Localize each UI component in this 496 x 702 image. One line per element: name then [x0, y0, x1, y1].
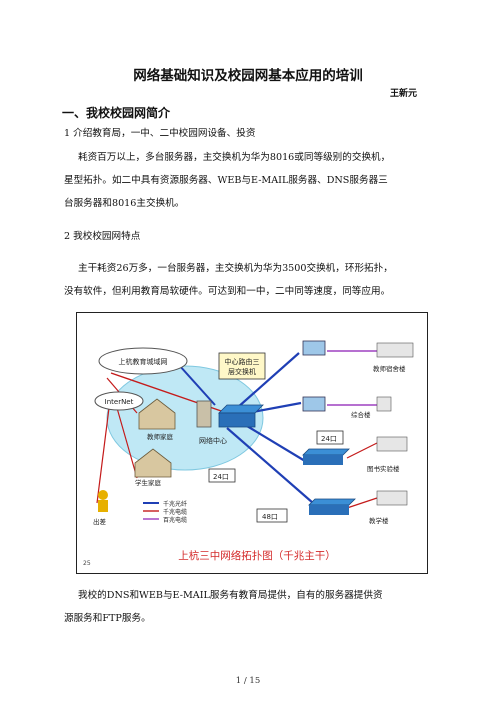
legend-gige-label: 千兆电缆 — [163, 508, 187, 516]
legend-fiber-label: 千兆光纤 — [163, 500, 187, 508]
link-red-5 — [346, 442, 378, 459]
para1-line1: 耗资百万以上，多台服务器，主交换机为华为8016或同等级别的交换机， — [78, 152, 391, 163]
link-core-bldg1 — [236, 352, 300, 409]
center-label: 网络中心 — [199, 436, 227, 445]
bldg4-label: 教学楼 — [369, 516, 389, 525]
topology-svg: 上杭教育城域网 InterNet 中心路由三 层交换机 网络中心 教师家庭 学生… — [77, 340, 427, 573]
traveler-label: 出差 — [93, 517, 107, 526]
page-number: 1 / 15 — [235, 676, 261, 686]
corner-mark: 25 — [83, 560, 91, 567]
link-core-sw48 — [226, 427, 314, 504]
switch-48-body — [309, 505, 349, 515]
core-label-line1: 中心路由三 — [225, 357, 260, 366]
core-label-line2: 层交换机 — [228, 367, 256, 376]
para3-line2: 源服务和FTP服务。 — [64, 613, 151, 624]
bldg2-pcs — [376, 396, 392, 412]
student-home-label: 学生家庭 — [135, 478, 162, 487]
switch-24-body — [303, 455, 343, 465]
teacher-home-icon — [138, 398, 176, 430]
bldg3-label: 图书实验楼 — [367, 464, 400, 473]
cloud-edu-metro — [98, 347, 188, 375]
link-red-6 — [346, 497, 378, 509]
switch-24-icon — [302, 448, 350, 456]
core-switch-body — [218, 412, 256, 428]
cloud-internet-label: InterNet — [105, 398, 134, 406]
caption-strip — [77, 543, 427, 573]
core-switch-icon — [218, 404, 264, 414]
server-icon — [196, 400, 212, 428]
para2-line2: 没有软件，但利用教育局软硬件。可达到和一中，二中同等速度，同等应用。 — [64, 286, 391, 297]
teacher-home-label: 教师家庭 — [147, 432, 174, 441]
para1-line2: 星型拓扑。如二中具有资源服务器、WEB与E-MAIL服务器、DNS服务器三 — [64, 175, 388, 186]
item2-title: 2 我校校园网特点 — [64, 231, 141, 242]
backbone-ring — [106, 365, 264, 471]
traveler-body — [98, 500, 108, 512]
item1-title: 1 介绍教育局，一中、二中校园网设备、投资 — [64, 128, 256, 139]
port24-b-label: 24口 — [213, 473, 229, 481]
sw24-box — [316, 430, 344, 445]
link-core-cloud — [178, 364, 216, 406]
student-home-icon — [134, 448, 172, 478]
traveler-icon — [98, 490, 108, 500]
bldg2-icon — [302, 396, 326, 412]
para2-line1: 主干耗资26万多，一台服务器，主交换机为华为3500交换机，环形拓扑， — [78, 263, 393, 274]
section-heading: 一、我校校园网简介 — [62, 106, 171, 120]
bldg1-icon — [302, 340, 326, 356]
doc-author: 王新元 — [390, 89, 418, 99]
port48-label: 48口 — [262, 513, 278, 521]
core-label-box — [218, 352, 266, 380]
sw48-box — [256, 508, 288, 523]
cloud-internet — [94, 391, 144, 411]
bldg2-label: 综合楼 — [351, 410, 371, 419]
port24-a-label: 24口 — [321, 435, 337, 443]
bldg1-pcs — [376, 342, 414, 358]
para1-line3: 台服务器和8016主交换机。 — [64, 198, 185, 209]
network-topology-figure: 上杭教育城域网 InterNet 中心路由三 层交换机 网络中心 教师家庭 学生… — [76, 312, 428, 574]
switch-48-icon — [308, 498, 356, 506]
bldg1-label: 教师宿舍楼 — [373, 364, 406, 373]
link-core-sw24 — [241, 422, 306, 462]
figure-caption: 上杭三中网络拓扑图（千兆主干） — [178, 549, 336, 562]
legend-fe-label: 百兆电缆 — [163, 516, 187, 524]
sw24b-box — [208, 468, 236, 483]
bldg4-pcs — [376, 490, 408, 506]
cloud-edu-metro-label: 上杭教育城域网 — [119, 357, 168, 366]
para3-line1: 我校的DNS和WEB与E-MAIL服务有教育局提供，自有的服务器提供资 — [78, 590, 383, 601]
bldg3-pcs — [376, 436, 408, 452]
link-red-3 — [96, 407, 110, 504]
link-red-4 — [116, 407, 138, 479]
doc-title: 网络基础知识及校园网基本应用的培训 — [133, 68, 363, 84]
